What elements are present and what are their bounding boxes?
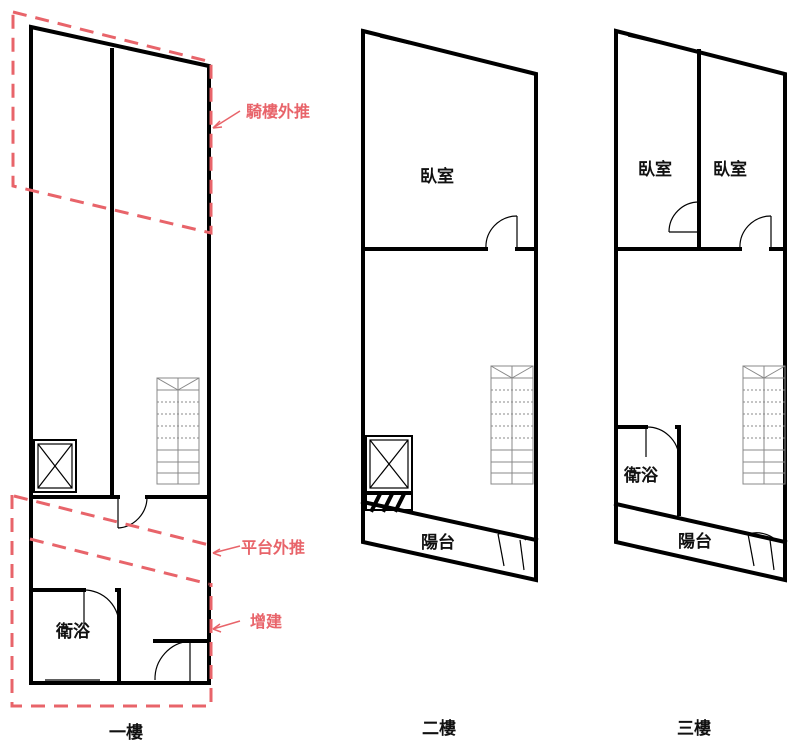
door-swing-icon: [497, 532, 527, 571]
floor-2-window: [379, 36, 411, 45]
door-swing-icon: [83, 589, 120, 628]
addition-outline: [10, 495, 213, 708]
note-arcade-extension: 騎樓外推: [246, 102, 310, 121]
room-label-floor-3-bath: 衛浴: [623, 465, 659, 486]
room-label-floor-2-bedroom: 臥室: [420, 166, 454, 187]
floor-2-plan: 臥室: [360, 28, 539, 583]
door-swing-icon: [153, 639, 211, 683]
note-addition: 增建: [250, 612, 282, 631]
arrow-icon: [212, 620, 241, 630]
floor-3-window: [627, 35, 659, 44]
arcade-extension-outline: [11, 10, 213, 235]
door-swing-icon: [668, 201, 700, 233]
door-swing-icon: [485, 215, 518, 250]
floor-3-balcony-wall: [613, 501, 788, 545]
floor-2-window: [449, 51, 501, 65]
staircase-icon: [742, 365, 786, 485]
floor-3-label: 三樓: [677, 718, 711, 739]
floor-1-label: 一樓: [109, 722, 143, 743]
room-label-floor-1-bath: 衛浴: [55, 621, 91, 642]
platform-extension-bottom-line: [29, 537, 210, 586]
door-swing-icon: [747, 532, 777, 571]
room-label-floor-3-balcony: 陽台: [678, 531, 712, 552]
room-label-floor-2-balcony: 陽台: [421, 532, 455, 553]
shaft-x-icon: [33, 439, 77, 493]
floor-2-label: 二樓: [422, 718, 456, 739]
floor-3-plan: 臥室 臥室 衛浴: [613, 28, 788, 583]
floor-1-outer-wall: [29, 24, 211, 685]
floor-3-window: [629, 507, 673, 518]
floor-1-plan: 衛浴: [29, 24, 211, 685]
staircase-icon: [490, 365, 534, 485]
door-swing-icon: [645, 426, 680, 459]
annotation-overlays: 騎樓外推 平台外推 增建: [10, 10, 310, 708]
door-swing-icon: [117, 496, 148, 529]
shaft-x-icon: [365, 435, 413, 493]
staircase-icon: [156, 377, 200, 485]
door-swing-icon: [739, 215, 772, 250]
arrow-icon: [212, 545, 241, 554]
floor-2-balcony-wall: [360, 499, 539, 543]
platform-extension-top-line: [13, 494, 210, 547]
room-label-floor-3-bedroom-1: 臥室: [638, 159, 672, 180]
note-platform-extension: 平台外推: [241, 538, 305, 557]
room-label-floor-3-bedroom-2: 臥室: [713, 159, 747, 180]
floor-2-outer-wall: [361, 28, 538, 583]
arrow-icon: [212, 110, 241, 129]
floor-3-window: [711, 55, 761, 69]
